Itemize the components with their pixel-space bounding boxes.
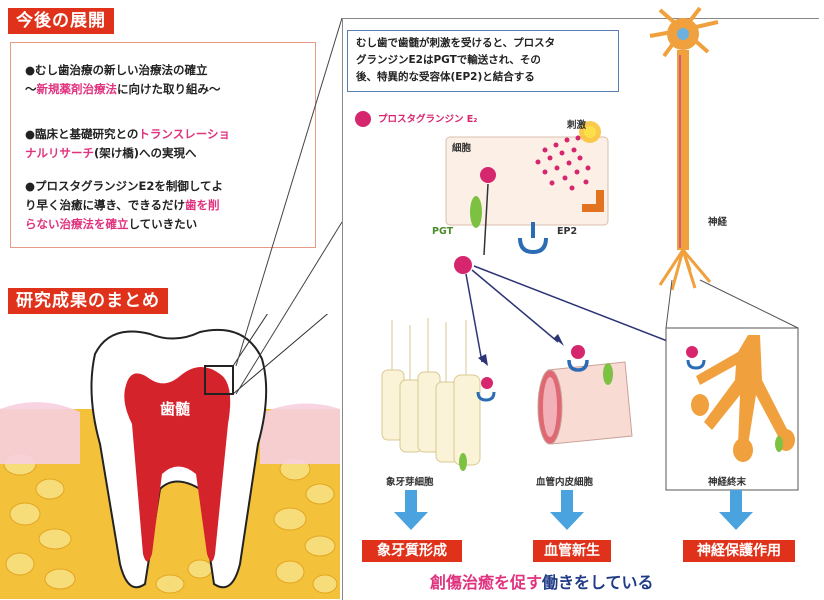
ep2-label: EP2 [557,226,577,237]
arrowhead-1 [478,354,488,366]
ep2-vessel [569,360,587,370]
result-angiogenesis: 血管新生 [533,540,611,562]
conclusion-rest: 働きをしている [542,573,654,592]
pgt-odontoblast [459,453,467,471]
pge2-released [454,256,472,274]
pge2-legend-dot [355,111,371,127]
odontoblasts [382,318,480,465]
neuron [650,8,718,290]
stimulus-label: 刺激 [567,117,586,131]
odontoblast-label: 象牙芽細胞 [386,474,434,488]
conclusion: 創傷治癒を促す働きをしている [430,571,654,595]
result-dentin-formation: 象牙質形成 [362,540,462,562]
legend-label: プロスタグランジン E₂ [378,111,477,125]
pgt-transporter [470,196,482,228]
conclusion-pink: 創傷治癒を促す [430,573,542,592]
result-neuroprotection: 神経保護作用 [683,540,795,562]
result-arrows [394,490,753,530]
ep2-receptor [520,238,546,252]
cell-label: 細胞 [452,140,471,154]
endothelial-label: 血管内皮細胞 [536,474,593,488]
nerve-zoom-line-1 [666,280,672,328]
pgt-label: PGT [432,226,453,237]
nerve-ending-box [666,328,798,490]
pgt-nerve [775,436,783,452]
nerve-label: 神経 [708,214,727,228]
nerve-ending-label: 神経終末 [708,474,746,488]
pgt-vessel [603,363,613,385]
pge2-vessel [571,345,585,359]
nerve-zoom-line-2 [700,280,798,328]
pge2-odontoblast [481,377,493,389]
blood-vessel [538,362,632,444]
pge2-nerve [686,346,698,358]
pge2-in-cell [480,167,496,183]
